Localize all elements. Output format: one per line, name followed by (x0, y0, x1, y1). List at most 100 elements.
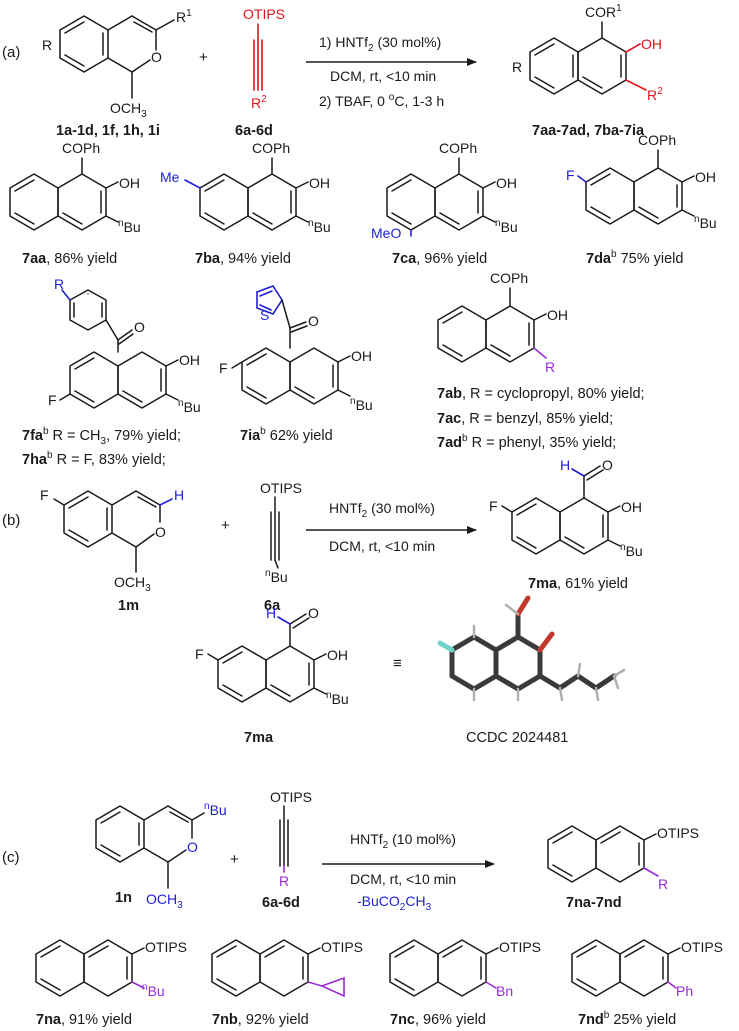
cor1-group: COR1 (585, 3, 622, 20)
r-variable-label: R (545, 359, 555, 375)
aldehyde-h-label: H (266, 605, 276, 621)
fluoro-label: F (219, 360, 228, 376)
label-7ad: 7adb R = phenyl, 35% yield; (437, 433, 616, 451)
conditions-a-line3: 2) TBAF, 0 oC, 1-3 h (319, 92, 444, 109)
reactant2-label-b: 6a (264, 598, 281, 614)
conditions-c-line2: DCM, rt, <10 min (350, 871, 456, 887)
otips-group: OTIPS (270, 789, 312, 805)
methoxy-label: MeO (371, 225, 401, 241)
r-group: R (658, 876, 668, 892)
reactant-6a: OTIPS nBu (260, 480, 302, 585)
phenyl-label: Ph (676, 983, 693, 999)
fluoro-label: F (48, 392, 57, 408)
reactant-silyl-ynol-ether-2: OTIPS R2 (243, 6, 285, 111)
oh-label: OH (695, 169, 716, 185)
label-7nd: 7ndb 25% yield (578, 1010, 676, 1028)
label-7da: 7dab 75% yield (586, 249, 683, 267)
section-b-label: (b) (2, 512, 20, 529)
product-label-c: 7na-7nd (566, 895, 622, 911)
fluoro-label: F (489, 498, 498, 514)
label-7ca: 7ca, 96% yield (392, 251, 487, 267)
oh-label: OH (309, 175, 330, 191)
r1-substituent: R1 (176, 8, 192, 25)
product-7ma: H O F OH nBu (489, 457, 643, 559)
label-7ba: 7ba, 94% yield (195, 251, 291, 267)
xray-crystal-structure (437, 595, 626, 702)
product-7ca: MeO COPh OH nBu (371, 140, 518, 241)
label-7ab: 7ab, R = cyclopropyl, 80% yield; (437, 386, 645, 402)
thiophene-s-label: S (260, 307, 269, 323)
otips-group: OTIPS (260, 480, 302, 496)
label-7ma: 7ma, 61% yield (528, 576, 628, 592)
nbu-label: nBu (308, 218, 331, 235)
label-7ia: 7iab 62% yield (240, 426, 333, 444)
product-label-a: 7aa-7ad, 7ba-7ia (532, 123, 645, 139)
methoxy-group: OCH3 (146, 891, 183, 911)
cophe-label: COPh (252, 140, 290, 156)
label-7ma-xray: 7ma (244, 730, 274, 746)
hydrogen-label: H (174, 487, 184, 503)
cophe-label: COPh (490, 270, 528, 286)
nbu-label: nBu (204, 801, 227, 818)
product-7aa: COPh OH nBu (9, 140, 141, 235)
product-7fa-7ha: R O F OH nBu (48, 276, 201, 415)
methoxy-group: OCH3 (110, 100, 147, 120)
carbonyl-o-label: O (134, 319, 145, 335)
carbonyl-o-label: O (308, 313, 319, 329)
product-naphthol-general: COR1 OH R R2 (512, 3, 663, 103)
otips-group: OTIPS (145, 939, 187, 955)
nbu-label: nBu (694, 214, 717, 231)
product-7da: F COPh OH nBu (566, 132, 717, 231)
product-7ia: S O F OH nBu (219, 285, 373, 413)
section-a-label: (a) (2, 44, 20, 61)
product-7nb: OTIPS (211, 939, 363, 998)
aldehyde-h-label: H (560, 457, 570, 473)
plus-sign-b: + (221, 517, 230, 534)
conditions-a-line2: DCM, rt, <10 min (330, 68, 436, 84)
otips-group: OTIPS (681, 939, 723, 955)
fluoro-label: F (40, 487, 49, 503)
r-group: R (279, 873, 289, 889)
r2-product: R2 (647, 86, 663, 103)
product-7na: OTIPS nBu (35, 939, 187, 999)
label-7aa: 7aa, 86% yield (22, 251, 117, 267)
otips-group: OTIPS (243, 6, 285, 22)
oh-label: OH (327, 647, 348, 663)
otips-group: OTIPS (321, 939, 363, 955)
nbu-label: nBu (326, 690, 349, 707)
plus-sign-c: + (230, 851, 239, 868)
reactant-isochromene-1: R R1 O OCH3 (42, 8, 192, 120)
oh-label: OH (621, 499, 642, 515)
conditions-c-byproduct: -BuCO2CH3 (357, 893, 432, 913)
oh-label: OH (547, 307, 568, 323)
product-naphthyl-silyl-ether-general: OTIPS R (547, 825, 699, 892)
nbu-label: nBu (350, 396, 373, 413)
ring-oxygen: O (155, 524, 166, 540)
product-7nd: OTIPS Ph (571, 939, 723, 999)
nbu-label: nBu (118, 218, 141, 235)
oh-group: OH (641, 36, 662, 52)
r2-group: R2 (251, 94, 267, 111)
fluoro-label: F (195, 646, 204, 662)
label-7ac: 7ac, R = benzyl, 85% yield; (437, 411, 613, 427)
nbu-label: nBu (142, 982, 165, 999)
reactant1-label-b: 1m (118, 598, 139, 614)
cophe-label: COPh (638, 132, 676, 148)
r-substituent: R (42, 37, 52, 53)
methoxy-group: OCH3 (114, 574, 151, 594)
reactant2-label-c: 6a-6d (262, 895, 300, 911)
cophe-label: COPh (439, 140, 477, 156)
reactant1-label-c: 1n (115, 890, 132, 906)
r-product: R (512, 59, 522, 75)
otips-group: OTIPS (657, 825, 699, 841)
ring-oxygen: O (151, 49, 162, 65)
oh-label: OH (179, 352, 200, 368)
nbu-label: nBu (265, 568, 288, 585)
reactant-1n: nBu O OCH3 (95, 801, 227, 911)
label-7fa: 7fab R = CH3, 79% yield; (22, 426, 181, 447)
ring-oxygen: O (187, 839, 198, 855)
methyl-label: Me (160, 169, 180, 185)
aldehyde-o-label: O (308, 605, 319, 621)
label-7nc: 7nc, 96% yield (390, 1012, 486, 1028)
